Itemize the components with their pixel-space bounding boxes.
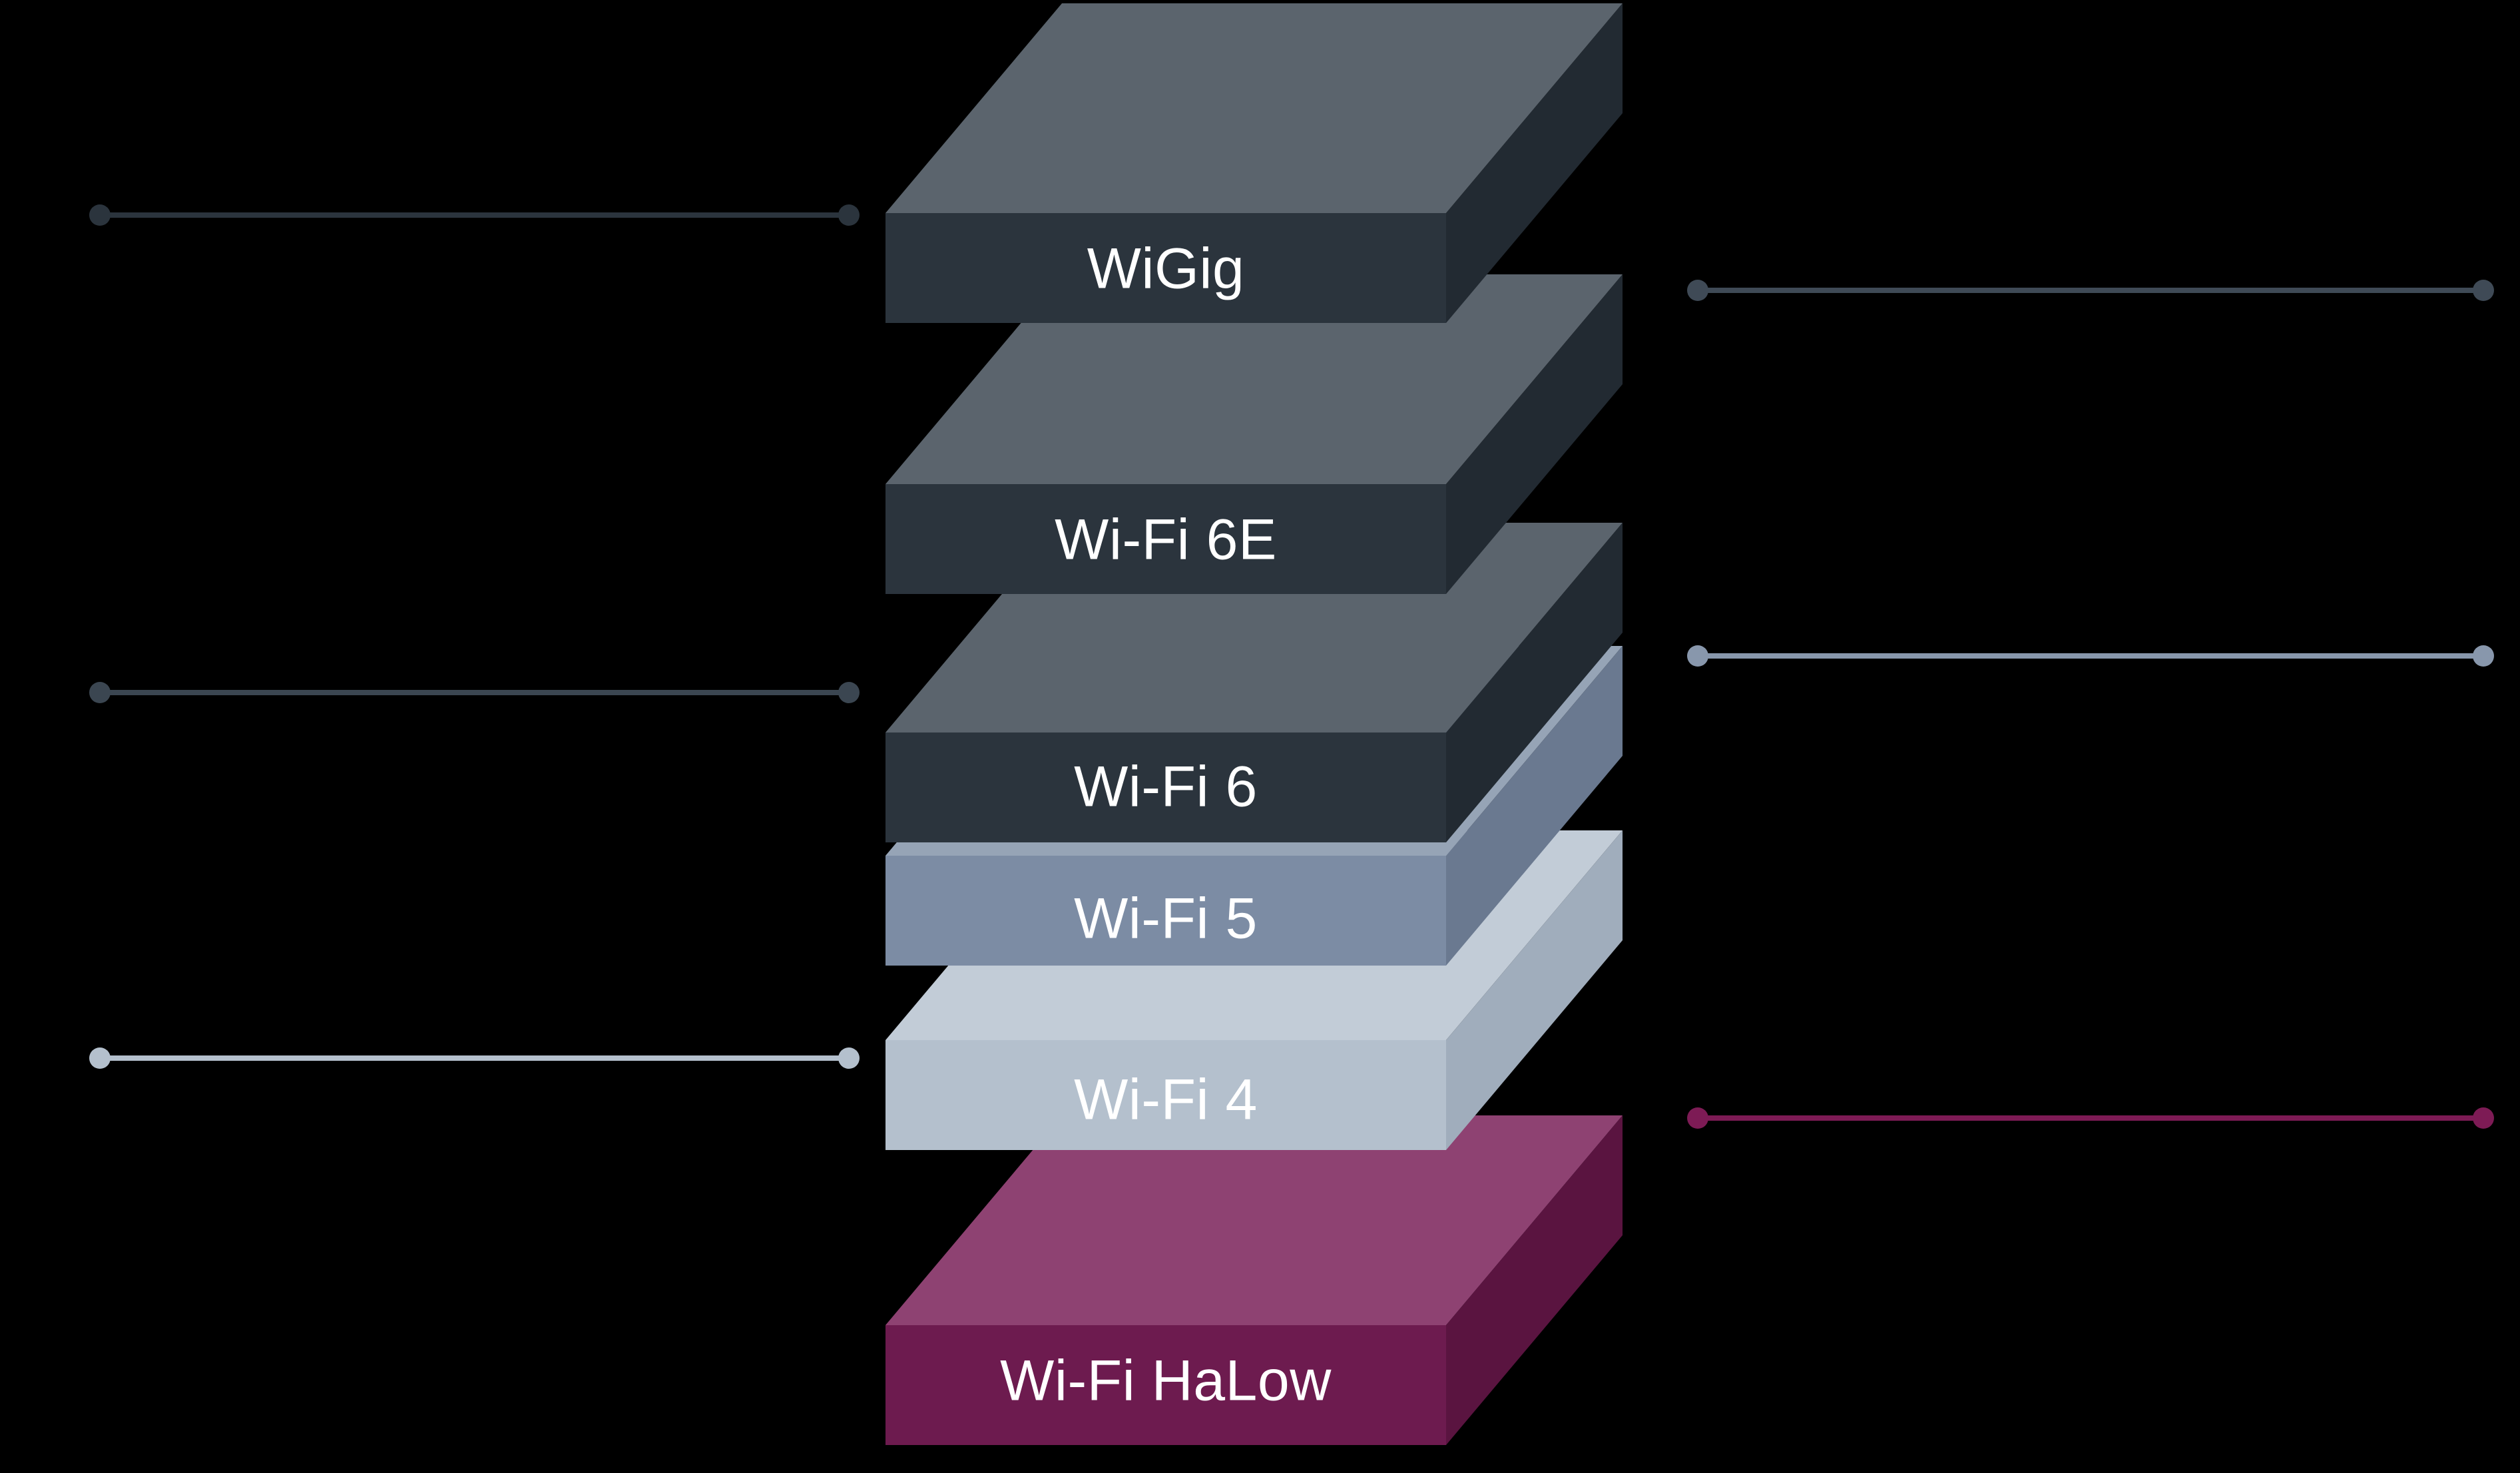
layers-group: Wi-Fi HaLow Wi-Fi 4 Wi-Fi 5 Wi-Fi 6 Wi-Fi 6E… (885, 3, 1623, 1445)
layer-wigig-label: WiGig (1087, 237, 1245, 301)
layer-wifi6e-top-face (885, 274, 1623, 484)
right-connector-halow-dot-start (1687, 1107, 1708, 1129)
layer-wifi-halow-front-face (885, 1325, 1446, 1445)
right-connector-wifi6e (1687, 280, 2494, 301)
right-connector-wifi5-dot-start (1687, 645, 1708, 667)
layer-wifi6e[interactable]: Wi-Fi 6E (885, 274, 1623, 594)
right-connector-halow (1687, 1107, 2494, 1129)
left-connector-wifi4 (89, 1047, 860, 1069)
layer-wigig-front-face (885, 213, 1446, 323)
right-connector-halow-dot-end (2473, 1107, 2494, 1129)
layer-wifi6e-side-face (1446, 274, 1623, 594)
layer-wifi-halow[interactable]: Wi-Fi HaLow (885, 1115, 1623, 1445)
layer-wifi-halow-label: Wi-Fi HaLow (1000, 1349, 1332, 1413)
layer-wifi6e-label: Wi-Fi 6E (1055, 508, 1277, 572)
left-connector-wifi4-dot-end (838, 1047, 860, 1069)
left-connector-wigig-dot-end (838, 204, 860, 226)
layer-wifi5-front-face (885, 856, 1446, 966)
layer-wigig[interactable]: WiGig (885, 3, 1623, 323)
left-connector-wifi4-dot-start (89, 1047, 111, 1069)
layer-wifi4-front-face (885, 1040, 1446, 1150)
connectors-group (89, 204, 2494, 1129)
left-connector-wifi6 (89, 682, 860, 703)
left-connector-wigig (89, 204, 860, 226)
right-connector-wifi5 (1687, 645, 2494, 667)
layer-wifi5-side-face (1446, 646, 1623, 966)
layer-wigig-side-face (1446, 3, 1623, 323)
layer-wifi-halow-side-face (1446, 1115, 1623, 1445)
layer-wifi6e-front-face (885, 484, 1446, 594)
layer-wifi6-front-face (885, 733, 1446, 842)
layer-wigig-top-face (885, 3, 1623, 213)
layer-wifi6-side-face (1446, 523, 1623, 842)
layer-wifi4-label: Wi-Fi 4 (1074, 1068, 1258, 1132)
right-connector-wifi6e-dot-start (1687, 280, 1708, 301)
left-connector-wifi6-dot-start (89, 682, 111, 703)
layer-wifi6-label: Wi-Fi 6 (1074, 755, 1258, 819)
layer-wifi-halow-top-face (885, 1115, 1623, 1325)
right-connector-wifi5-dot-end (2473, 645, 2494, 667)
layer-wifi4-side-face (1446, 830, 1623, 1150)
left-connector-wigig-dot-start (89, 204, 111, 226)
left-connector-wifi6-dot-end (838, 682, 860, 703)
right-connector-wifi6e-dot-end (2473, 280, 2494, 301)
layer-wifi5-label: Wi-Fi 5 (1074, 887, 1258, 951)
